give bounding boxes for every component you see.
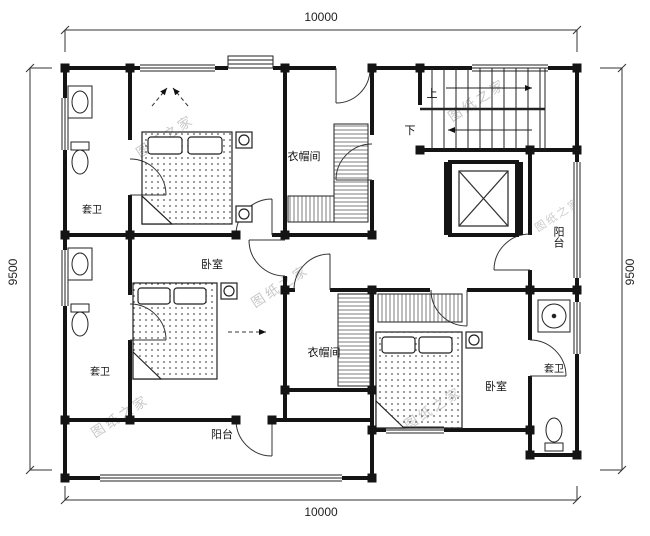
door-entry-top bbox=[335, 68, 371, 104]
label-balcony-bottom: 阳台 bbox=[211, 427, 233, 441]
dimension-bottom-value: 10000 bbox=[304, 505, 338, 519]
elevator-cross bbox=[458, 170, 509, 227]
window-ensuite-c-right bbox=[573, 302, 581, 354]
label-ensuite-right: 套卫 bbox=[544, 362, 564, 375]
railing-balcony-bottom bbox=[100, 474, 342, 482]
door-ensuite-c bbox=[529, 339, 567, 377]
label-cloakroom-bottom: 衣帽间 bbox=[308, 345, 341, 359]
toilet bbox=[544, 417, 564, 452]
bed-top-left bbox=[141, 131, 253, 225]
sink bbox=[67, 247, 93, 281]
label-bedroom-bottom-right: 卧室 bbox=[485, 379, 507, 393]
label-balcony-right: 阳台 bbox=[552, 226, 565, 248]
wardrobe-cloakroom-a-lower bbox=[287, 195, 335, 223]
shower bbox=[537, 299, 571, 333]
label-ensuite-top-left: 套卫 bbox=[82, 203, 102, 216]
stairs-up-label: 上 bbox=[427, 87, 438, 100]
dimension-top-value: 10000 bbox=[304, 10, 338, 24]
stairs-down-label: 下 bbox=[405, 125, 416, 137]
elevator-shaft bbox=[444, 160, 523, 237]
dimension-left-value: 9500 bbox=[6, 258, 20, 285]
wardrobes bbox=[287, 123, 463, 387]
structural-columns bbox=[60, 63, 582, 483]
watermark-text: 图纸之家 bbox=[88, 391, 152, 440]
dimension-line-bottom bbox=[60, 486, 582, 505]
bed-bottom-right bbox=[375, 331, 483, 429]
watermark-text: 图纸之家 bbox=[248, 261, 312, 310]
windows bbox=[61, 64, 581, 482]
wardrobe-bedroom-b bbox=[377, 293, 463, 323]
door-bedroom-b bbox=[248, 239, 286, 277]
room-labels: 衣帽间 套卫 卧室 衣帽间 套卫 套卫 卧室 阳台 阳台 bbox=[82, 149, 565, 441]
bathroom-fixtures bbox=[67, 85, 571, 452]
dimension-annotations bbox=[25, 25, 627, 505]
staircase bbox=[420, 68, 546, 150]
label-bedroom-middle-left: 卧室 bbox=[201, 257, 223, 271]
opening-direction-symbol bbox=[172, 87, 189, 107]
dimension-right-value: 9500 bbox=[623, 258, 637, 285]
annotation-symbols bbox=[151, 87, 266, 335]
door-cloakroom-b bbox=[293, 253, 331, 291]
dimension-line-right bbox=[600, 63, 627, 475]
interior-walls bbox=[65, 68, 577, 455]
label-cloakroom-top: 衣帽间 bbox=[288, 149, 321, 163]
sink bbox=[67, 85, 93, 119]
window-bedroom-a-top bbox=[140, 64, 215, 72]
railing-balcony-right bbox=[573, 162, 581, 278]
wardrobe-cloakroom-a bbox=[333, 123, 369, 223]
top-door-opening bbox=[336, 63, 369, 73]
bay-window bbox=[227, 55, 274, 72]
toilet bbox=[70, 141, 90, 175]
dimension-line-top bbox=[60, 25, 582, 52]
door-balcony-right bbox=[493, 233, 531, 271]
label-ensuite-bottom-left: 套卫 bbox=[90, 365, 110, 378]
opening-direction-symbol bbox=[151, 87, 168, 107]
watermark-text: 图纸之家 bbox=[445, 75, 509, 124]
window-stairs-top bbox=[472, 64, 548, 72]
toilet bbox=[70, 303, 90, 337]
door-balcony-bottom bbox=[235, 419, 273, 457]
wardrobe-cloakroom-b bbox=[337, 293, 371, 387]
dimension-line-left bbox=[25, 63, 52, 475]
bed-middle-left bbox=[132, 282, 238, 380]
